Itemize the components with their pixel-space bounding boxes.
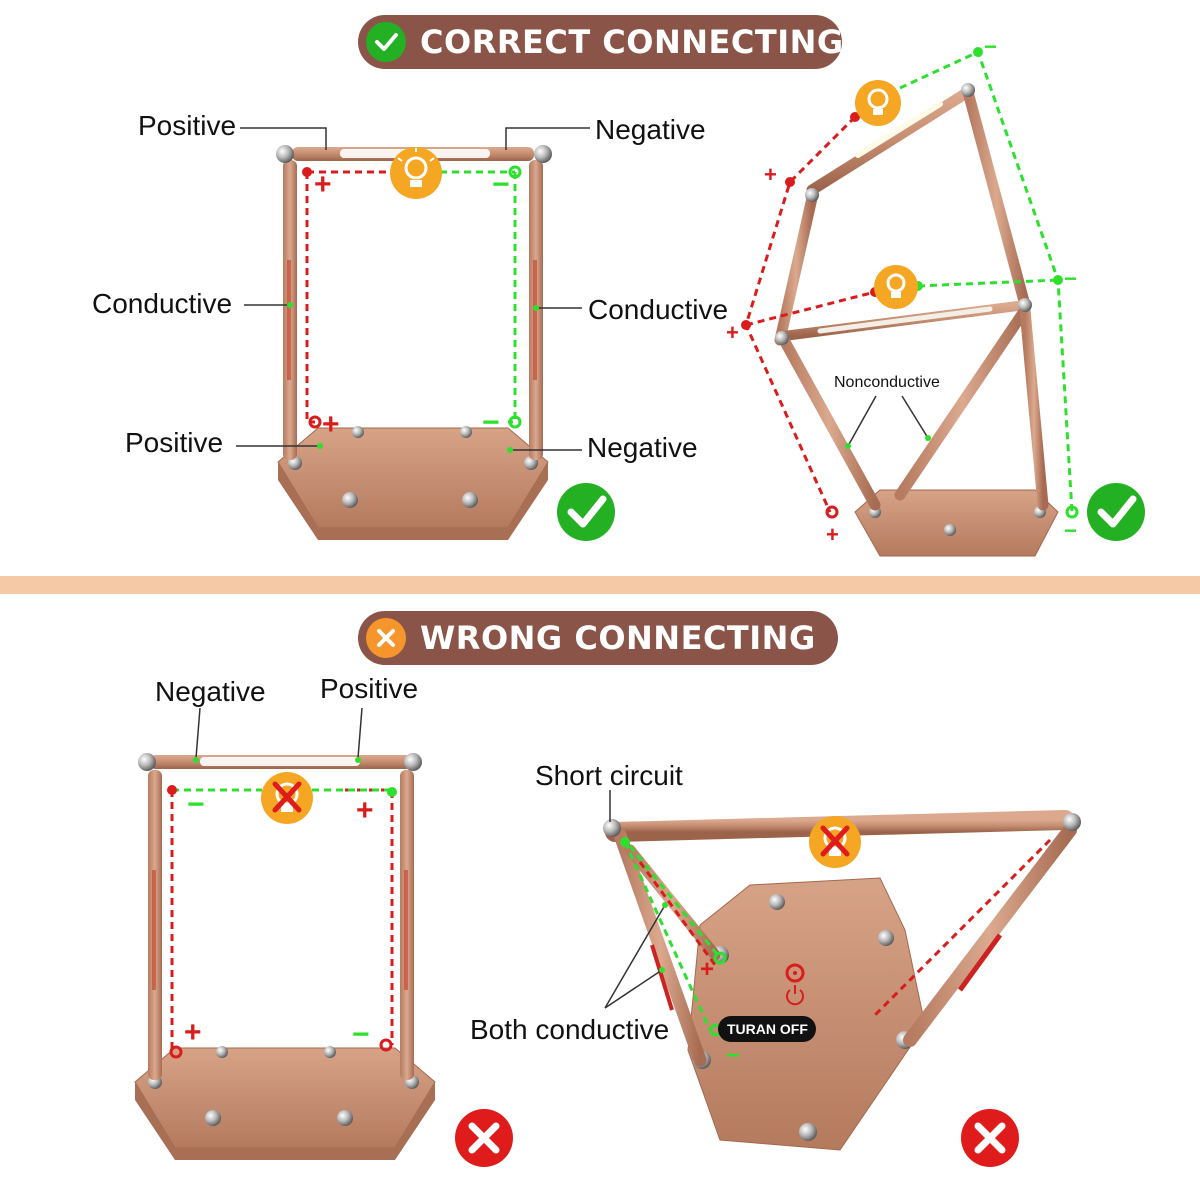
- correct-banner-title: CORRECT CONNECTING: [420, 23, 844, 61]
- turn-off-label: TURAN OFF: [727, 1021, 808, 1037]
- plus-sign: +: [826, 522, 839, 547]
- check-icon: [557, 483, 615, 541]
- label-negative-top: Negative: [595, 114, 706, 145]
- minus-sign: −: [726, 1042, 741, 1069]
- minus-sign: −: [352, 1018, 370, 1051]
- plus-sign: +: [314, 168, 332, 201]
- check-icon: [1087, 483, 1145, 541]
- label-conductive-left: Conductive: [92, 288, 233, 319]
- plus-sign: +: [184, 1016, 202, 1049]
- cross-icon: [455, 1109, 513, 1167]
- lamp-correct-rect: [236, 127, 590, 540]
- check-icon: [366, 22, 406, 62]
- bulb-icon: [874, 265, 918, 309]
- section-divider: [0, 576, 1200, 594]
- label-positive-top: Positive: [320, 673, 419, 704]
- wrong-banner-title: WRONG CONNECTING: [420, 619, 816, 657]
- power-icon: [785, 963, 805, 1006]
- bulb-icon: [855, 80, 901, 126]
- cross-icon: [366, 618, 406, 658]
- label-positive-top: Positive: [138, 110, 237, 141]
- plus-sign: +: [764, 162, 777, 187]
- label-both-conductive: Both conductive: [470, 1014, 670, 1045]
- minus-sign: −: [984, 34, 997, 59]
- label-conductive-right: Conductive: [588, 294, 729, 325]
- turn-off-badge: [718, 1016, 816, 1042]
- label-short-circuit: Short circuit: [535, 760, 683, 791]
- minus-sign: −: [1064, 266, 1077, 291]
- cross-icon: [961, 1109, 1019, 1167]
- minus-sign: −: [187, 788, 205, 821]
- lamp-wrong-short: [603, 790, 1081, 1151]
- minus-sign: −: [492, 168, 510, 201]
- correct-banner: CORRECT CONNECTING: [358, 15, 844, 69]
- plus-sign: +: [700, 956, 715, 983]
- wrong-banner: WRONG CONNECTING: [358, 611, 838, 665]
- plus-sign: +: [356, 794, 374, 827]
- plus-sign: +: [726, 320, 739, 345]
- lamp-wrong-rect: [134, 707, 436, 1160]
- minus-sign: −: [1064, 518, 1077, 543]
- bulb-icon: [390, 147, 442, 199]
- minus-sign: −: [482, 406, 500, 439]
- label-negative-top: Negative: [155, 676, 266, 707]
- plus-sign: +: [322, 408, 340, 441]
- bulb-off-icon: [261, 772, 313, 824]
- label-negative-bottom: Negative: [587, 432, 698, 463]
- label-positive-bottom: Positive: [125, 427, 224, 458]
- lamp-correct-geometric: [741, 47, 1079, 557]
- label-nonconductive: Nonconductive: [834, 374, 940, 391]
- bulb-off-icon: [809, 816, 861, 868]
